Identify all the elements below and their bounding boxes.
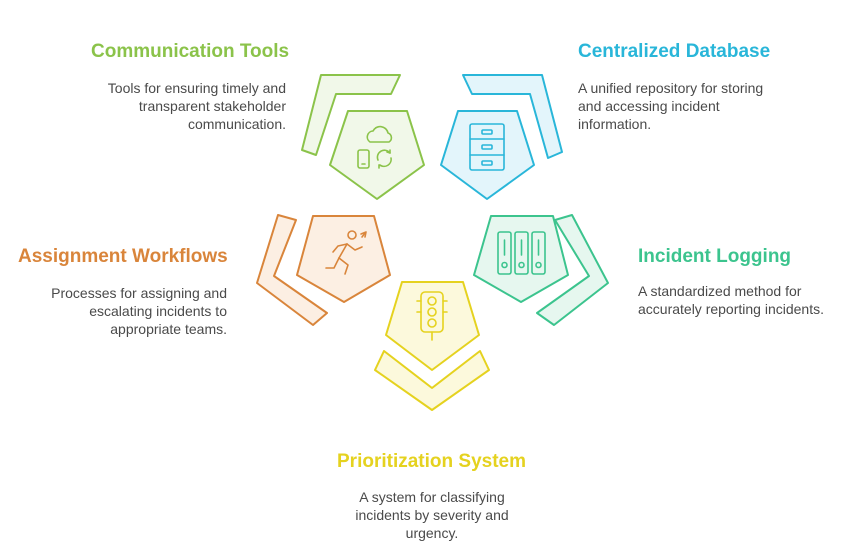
logging-description: A standardized method for accurately rep… (638, 283, 824, 317)
prioritization-pentagon (385, 281, 480, 371)
binders-icon (497, 231, 546, 275)
prioritization-title: Prioritization System (337, 451, 526, 472)
segment-database (440, 74, 563, 200)
filing-cabinet-icon (469, 123, 505, 171)
database-outer-band (462, 74, 563, 159)
logging-pentagon (473, 215, 569, 303)
assignment-description: Processes for assigning and escalating i… (51, 285, 227, 337)
assignment-title: Assignment Workflows (18, 246, 228, 267)
segment-logging (473, 214, 609, 326)
assignment-pentagon (296, 215, 391, 303)
database-title: Centralized Database (578, 41, 771, 62)
prioritization-description: A system for classifying incidents by se… (355, 489, 509, 541)
communication-outer-band (301, 74, 401, 156)
cloud-phone-sync-icon (357, 125, 393, 169)
communication-description: Tools for ensuring timely and transparen… (107, 80, 286, 132)
logging-title: Incident Logging (638, 246, 792, 267)
communication-title: Communication Tools (91, 41, 290, 62)
traffic-light-icon (416, 291, 448, 341)
assignment-outer-band (256, 214, 328, 326)
database-description: A unified repository for storing and acc… (578, 80, 764, 132)
running-person-icon (325, 230, 367, 275)
segment-assignment (256, 214, 391, 326)
segment-communication (301, 74, 425, 200)
segment-prioritization (374, 281, 490, 411)
prioritization-outer-band (374, 350, 490, 411)
